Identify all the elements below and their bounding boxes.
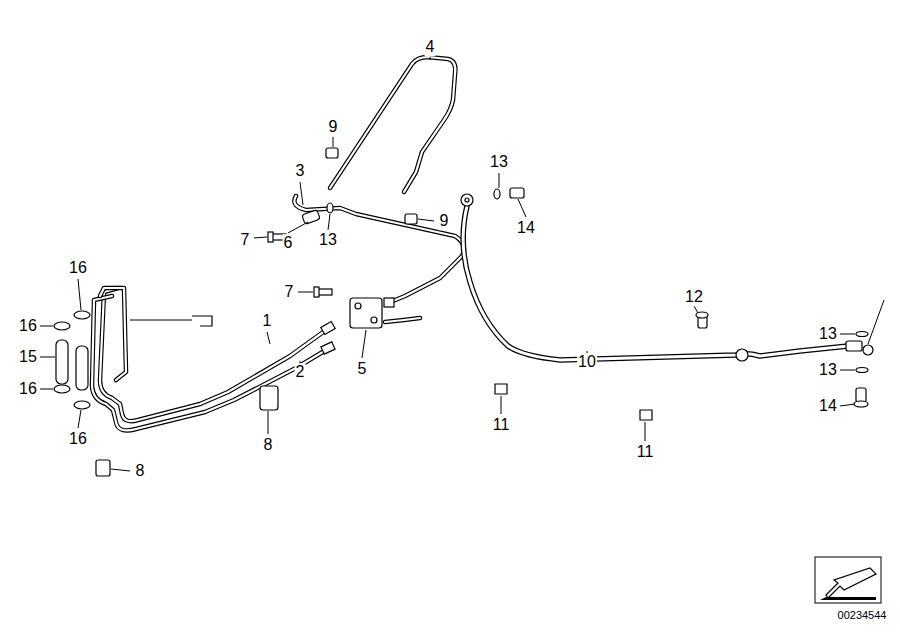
callout-number: 16 xyxy=(18,380,38,398)
callout-number: 4 xyxy=(425,38,436,56)
callout-number: 6 xyxy=(283,234,294,252)
callout-number: 13 xyxy=(318,231,338,249)
callout-number: 15 xyxy=(18,348,38,366)
brake-pipes xyxy=(92,57,848,430)
diagram-id: 00234544 xyxy=(837,609,888,621)
callout-number: 13 xyxy=(818,325,838,343)
fittings-and-parts xyxy=(54,148,884,476)
callout-number: 7 xyxy=(284,283,295,301)
callout-number: 1 xyxy=(262,312,273,330)
callout-number: 3 xyxy=(295,162,306,180)
callout-number: 5 xyxy=(357,360,368,378)
callout-number: 7 xyxy=(240,231,251,249)
callout-number: 9 xyxy=(328,118,339,136)
leader-lines xyxy=(40,57,855,471)
callout-number: 10 xyxy=(577,353,597,371)
callout-number: 8 xyxy=(263,436,274,454)
callout-number: 8 xyxy=(135,462,146,480)
callout-number: 11 xyxy=(636,443,655,461)
callout-number: 14 xyxy=(516,219,536,237)
catalog-logo xyxy=(815,557,881,603)
callout-number: 12 xyxy=(684,288,704,306)
callout-number: 16 xyxy=(68,259,88,277)
callout-number: 13 xyxy=(489,153,509,171)
callout-number: 9 xyxy=(439,212,450,230)
callout-number: 13 xyxy=(818,361,838,379)
callout-number: 16 xyxy=(68,430,88,448)
callout-number: 2 xyxy=(295,363,306,381)
callout-number: 16 xyxy=(18,317,38,335)
callout-number: 11 xyxy=(492,416,511,434)
callout-number: 14 xyxy=(818,397,838,415)
